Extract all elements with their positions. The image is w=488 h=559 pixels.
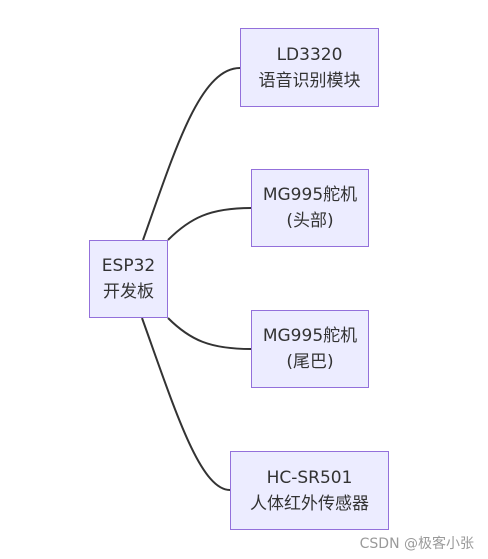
node-ld3320-line1: LD3320 — [276, 44, 343, 65]
node-head-servo-line1: MG995舵机 — [262, 185, 358, 205]
node-tail-servo-line1: MG995舵机 — [262, 326, 358, 346]
edge-root-to-head-servo — [167, 207, 252, 241]
node-hc-sr501: HC-SR501 人体红外传感器 — [230, 451, 389, 530]
node-esp32: ESP32 开发板 — [89, 240, 168, 318]
node-head-servo: MG995舵机 (头部) — [251, 169, 369, 247]
node-head-servo-line2: (头部) — [286, 211, 334, 231]
node-tail-servo: MG995舵机 (尾巴) — [251, 310, 369, 388]
node-esp32-line1: ESP32 — [101, 256, 156, 276]
node-tail-servo-line2: (尾巴) — [286, 352, 334, 372]
node-hc-sr501-line2: 人体红外传感器 — [250, 493, 369, 514]
edge-root-to-ld3320 — [142, 67, 241, 241]
node-esp32-line2: 开发板 — [103, 282, 154, 302]
watermark: CSDN @极客小张 — [359, 536, 474, 552]
edge-root-to-tail-servo — [167, 317, 252, 350]
edge-root-to-hc-sr501 — [141, 317, 231, 491]
node-hc-sr501-line1: HC-SR501 — [266, 467, 353, 488]
node-ld3320-line2: 语音识别模块 — [258, 70, 361, 91]
node-ld3320: LD3320 语音识别模块 — [240, 28, 379, 107]
